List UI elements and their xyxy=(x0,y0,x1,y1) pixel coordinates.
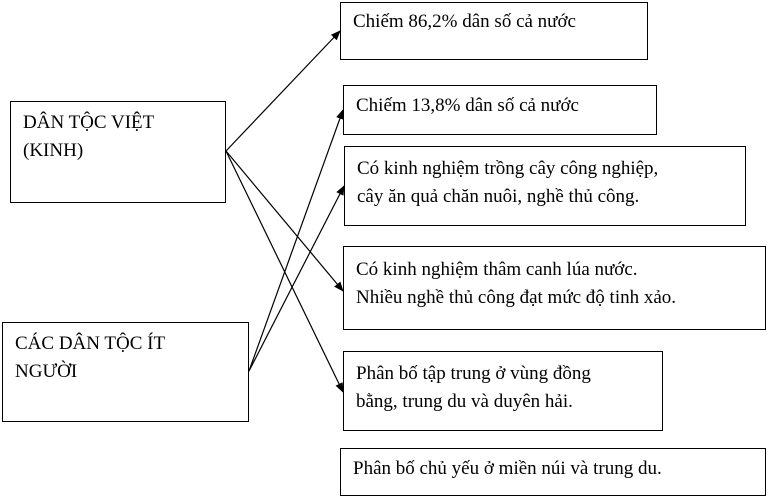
box-dan-toc-viet: DÂN TỘC VIỆT (KINH) xyxy=(10,101,226,203)
box-phan-bo-mien-nui: Phân bố chủ yếu ở miền núi và trung du. xyxy=(340,448,766,496)
box-chiem-13-8: Chiếm 13,8% dân số cả nước xyxy=(343,85,657,135)
arrow-viet-to-r1 xyxy=(225,30,341,152)
box-chiem-86-2: Chiếm 86,2% dân số cả nước xyxy=(340,2,648,60)
box-cac-dan-toc-it-nguoi: CÁC DÂN TỘC ÍT NGƯỜI xyxy=(2,322,249,422)
box-tham-canh-lua-nuoc: Có kinh nghiệm thâm canh lúa nước. Nhiều… xyxy=(343,246,766,330)
arrow-minority-to-r2 xyxy=(248,109,344,372)
box-phan-bo-dong-bang: Phân bố tập trung ở vùng đồng bằng, trun… xyxy=(343,351,663,431)
arrow-minority-to-r3 xyxy=(248,185,345,372)
box-trong-cay-cong-nghiep: Có kinh nghiệm trồng cây công nghiệp, câ… xyxy=(344,146,746,226)
arrow-viet-to-r4 xyxy=(225,150,344,292)
